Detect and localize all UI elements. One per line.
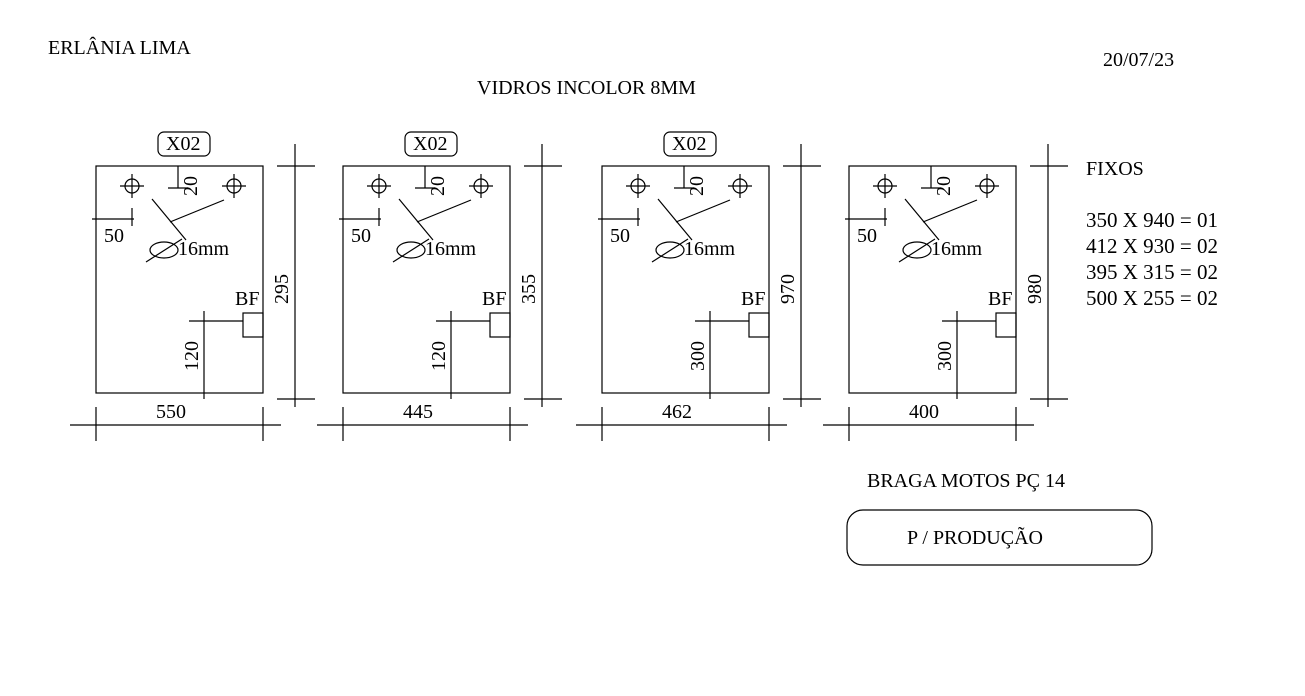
diameter-symbol xyxy=(902,241,932,259)
diameter-symbol xyxy=(396,241,426,259)
hole-offset-label: 20 xyxy=(686,176,708,196)
diameter-symbol xyxy=(149,241,179,259)
lock-cutout xyxy=(995,312,1017,338)
edge-offset-label: 50 xyxy=(857,225,877,247)
width-label: 400 xyxy=(909,401,939,423)
lock-height-label: 300 xyxy=(934,341,956,371)
hole-offset-label: 20 xyxy=(427,176,449,196)
diameter-symbol xyxy=(655,241,685,259)
edge-offset-label: 50 xyxy=(351,225,371,247)
client-name: ERLÂNIA LIMA xyxy=(48,36,191,59)
diameter-symbol-slash xyxy=(145,238,183,263)
panel-tag: X02 xyxy=(413,133,447,155)
width-label: 462 xyxy=(662,401,692,423)
leader-line xyxy=(904,198,940,241)
leader-line xyxy=(922,199,978,223)
company-reference: BRAGA MOTOS PÇ 14 xyxy=(867,470,1065,492)
production-stamp-box xyxy=(846,509,1153,566)
leader-line xyxy=(675,199,731,223)
glass-outline xyxy=(342,165,511,394)
lock-height-label: 300 xyxy=(687,341,709,371)
panel-tag: X02 xyxy=(672,133,706,155)
lock-cutout xyxy=(489,312,511,338)
glass-outline xyxy=(848,165,1017,394)
tag-box xyxy=(404,131,458,157)
lock-cutout xyxy=(242,312,264,338)
leader-line xyxy=(169,199,225,223)
lock-label: BF xyxy=(741,288,765,310)
edge-offset-label: 50 xyxy=(610,225,630,247)
lock-label: BF xyxy=(988,288,1012,310)
fixos-item: 412 X 930 = 02 xyxy=(1086,234,1218,258)
tag-box xyxy=(157,131,211,157)
fixos-list: FIXOS 350 X 940 = 01 412 X 930 = 02 395 … xyxy=(1086,158,1218,310)
fixos-item: 500 X 255 = 02 xyxy=(1086,286,1218,310)
leader-line xyxy=(398,198,434,241)
diameter-symbol-slash xyxy=(651,238,689,263)
edge-offset-label: 50 xyxy=(104,225,124,247)
lock-cutout xyxy=(748,312,770,338)
height-label: 980 xyxy=(1024,274,1046,304)
drawing-date: 20/07/23 xyxy=(1103,49,1174,71)
production-stamp-text: P / PRODUÇÃO xyxy=(907,525,1043,549)
leader-line xyxy=(657,198,693,241)
tag-box xyxy=(663,131,717,157)
glass-outline xyxy=(95,165,264,394)
hole-offset-label: 20 xyxy=(933,176,955,196)
lock-label: BF xyxy=(235,288,259,310)
panel-tag: X02 xyxy=(166,133,200,155)
hole-diameter-label: 16mm xyxy=(178,238,230,260)
height-label: 970 xyxy=(777,274,799,304)
diameter-symbol-slash xyxy=(898,238,936,263)
fixos-title: FIXOS xyxy=(1086,158,1144,180)
lock-label: BF xyxy=(482,288,506,310)
hole-diameter-label: 16mm xyxy=(425,238,477,260)
lock-height-label: 120 xyxy=(428,341,450,371)
leader-line xyxy=(416,199,472,223)
hole-diameter-label: 16mm xyxy=(931,238,983,260)
glass-outline xyxy=(601,165,770,394)
hole-diameter-label: 16mm xyxy=(684,238,736,260)
fixos-item: 350 X 940 = 01 xyxy=(1086,208,1218,232)
lock-height-label: 120 xyxy=(181,341,203,371)
diameter-symbol-slash xyxy=(392,238,430,263)
height-label: 295 xyxy=(271,274,293,304)
width-label: 445 xyxy=(403,401,433,423)
hole-offset-label: 20 xyxy=(180,176,202,196)
leader-line xyxy=(151,198,187,241)
drawing-title: VIDROS INCOLOR 8MM xyxy=(477,77,696,99)
fixos-item: 395 X 315 = 02 xyxy=(1086,260,1218,284)
height-label: 355 xyxy=(518,274,540,304)
width-label: 550 xyxy=(156,401,186,423)
